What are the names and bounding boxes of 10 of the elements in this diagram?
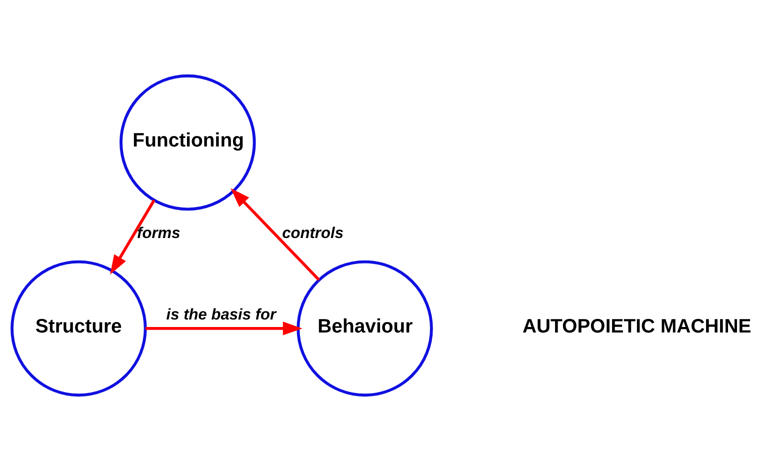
- edge-label: forms: [137, 224, 180, 242]
- label: AUTOPOIETIC MACHINE: [522, 314, 752, 337]
- arrow: [230, 188, 320, 280]
- edge-label: controls: [282, 224, 344, 242]
- arrow: [145, 321, 302, 335]
- edge-label: is the basis for: [166, 306, 276, 323]
- node-circle: Functioning: [120, 74, 256, 210]
- arrow: [110, 198, 156, 274]
- node-circle: Structure: [10, 260, 147, 396]
- node-circle: Behaviour: [296, 260, 433, 396]
